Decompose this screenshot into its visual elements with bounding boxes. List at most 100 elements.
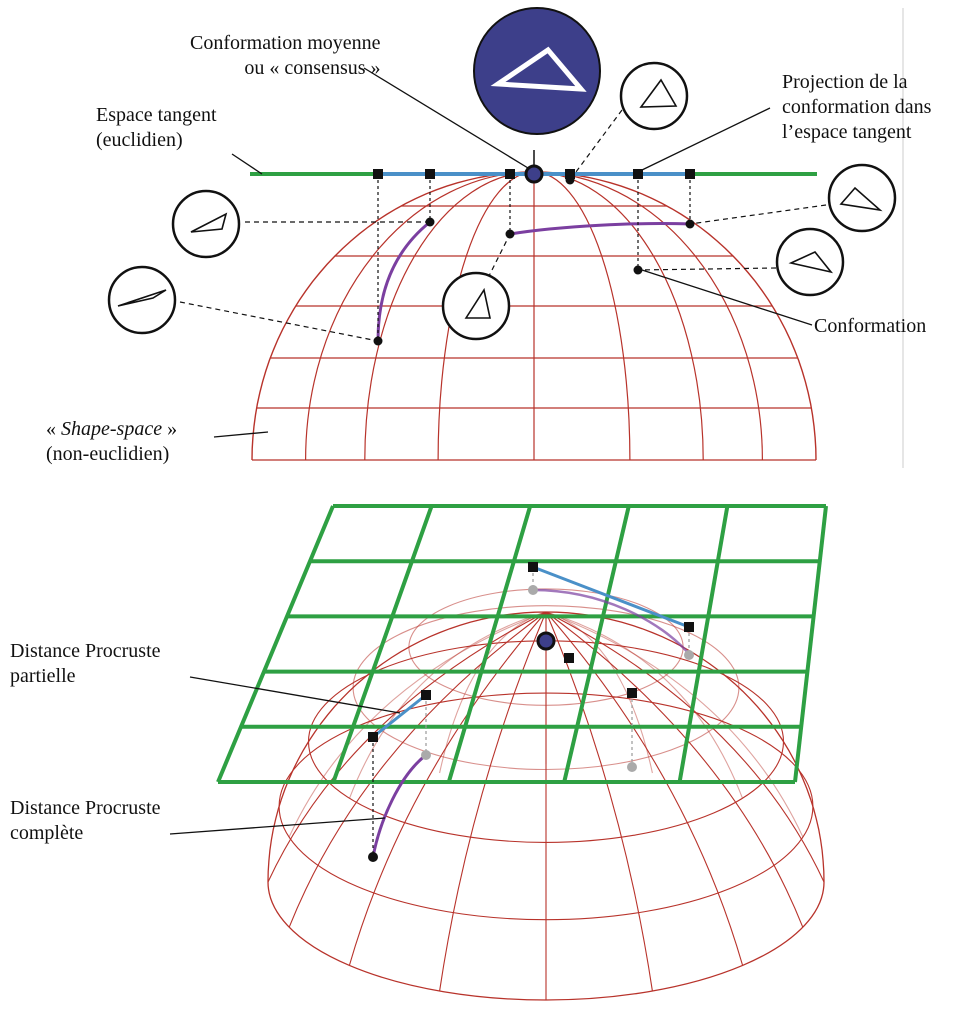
meridian-line bbox=[533, 171, 631, 461]
partial-distance-label: Distance Procruste partielle bbox=[10, 639, 161, 689]
plane-grid-line bbox=[562, 505, 631, 783]
mean-shape-label-line2: ou « consensus » bbox=[244, 57, 381, 79]
label-leader-line bbox=[641, 107, 771, 171]
triangle-icon bbox=[190, 212, 228, 233]
geodesic-arc bbox=[509, 222, 691, 236]
shape-space-label-line1: « Shape-space » bbox=[46, 417, 177, 442]
meridian-curve bbox=[288, 611, 547, 838]
partial-distance-label-line2: partielle bbox=[10, 665, 76, 687]
icon-dashed-connector bbox=[487, 233, 511, 279]
triangle-icon bbox=[490, 46, 587, 92]
meridian-curve bbox=[439, 611, 547, 774]
meridian-curve bbox=[348, 611, 547, 799]
projection-label-line2: conformation dans bbox=[782, 96, 932, 118]
projected-point-square bbox=[373, 169, 383, 179]
tangent-plane-grid bbox=[216, 504, 828, 784]
sphere-point bbox=[528, 585, 538, 595]
meridian-curve bbox=[545, 611, 744, 966]
projected-point-square bbox=[633, 169, 643, 179]
triangle-icon bbox=[117, 289, 167, 307]
shape-space-hemisphere bbox=[251, 171, 817, 461]
projected-point-square bbox=[685, 169, 695, 179]
plane-grid-line bbox=[677, 505, 730, 783]
triangle-icon bbox=[839, 186, 883, 212]
conformation-label: Conformation bbox=[814, 315, 927, 337]
meridian-curve bbox=[439, 611, 547, 992]
meridian-line bbox=[437, 171, 535, 461]
sphere-point bbox=[368, 852, 378, 862]
full-distance-label-line2: complète bbox=[10, 822, 84, 844]
label-leader-line bbox=[641, 269, 813, 326]
meridian-line bbox=[533, 171, 763, 461]
full-distance-label-line1: Distance Procruste bbox=[10, 797, 161, 819]
label-leader-line bbox=[169, 817, 386, 835]
triangle-icon bbox=[464, 287, 491, 319]
label-leader-line bbox=[363, 67, 529, 169]
label-leader-line bbox=[189, 676, 401, 714]
partial-distance-label-line1: Distance Procruste bbox=[10, 640, 161, 662]
triangle-shape-icons bbox=[107, 7, 897, 341]
mean-shape-label: Conformation moyenne ou « consensus » bbox=[190, 31, 381, 81]
conformation-markers bbox=[179, 109, 827, 346]
shape-space-open-quote: « bbox=[46, 418, 61, 440]
partial-distance-segment bbox=[532, 565, 690, 629]
projected-point-square bbox=[421, 690, 431, 700]
geodesic-arc bbox=[376, 220, 431, 342]
shape-space-hemisphere-3d bbox=[267, 588, 825, 1001]
meridian-curve bbox=[288, 611, 547, 928]
meridian-curve bbox=[348, 611, 547, 966]
meridian-curve bbox=[545, 611, 744, 799]
label-leader-line bbox=[213, 431, 269, 438]
meridian-line bbox=[305, 171, 535, 461]
plane-grid-line bbox=[216, 505, 335, 783]
tangent-space-label-line2: (euclidien) bbox=[96, 129, 183, 151]
sphere-point bbox=[627, 762, 637, 772]
geodesic-arc bbox=[532, 588, 691, 656]
plane-grid-line bbox=[331, 505, 434, 783]
plane-grid-line bbox=[793, 505, 828, 783]
projection-label-line3: l’espace tangent bbox=[782, 121, 912, 143]
projected-point-square bbox=[565, 169, 575, 179]
shape-icon-circle bbox=[619, 61, 689, 131]
label-leader-lines bbox=[169, 67, 813, 835]
projected-point-square bbox=[564, 653, 574, 663]
projection-label-line1: Projection de la bbox=[782, 71, 908, 93]
tangent-space-label: Espace tangent (euclidien) bbox=[96, 103, 217, 153]
sphere-point bbox=[421, 750, 431, 760]
meridian-line bbox=[364, 171, 535, 461]
meridian-curve bbox=[545, 611, 653, 774]
mean-shape-point bbox=[524, 164, 544, 184]
shape-icon-circle bbox=[441, 271, 511, 341]
mean-shape-point bbox=[536, 631, 556, 651]
meridian-line bbox=[533, 171, 704, 461]
icon-dashed-connector bbox=[637, 267, 777, 271]
meridian-curve bbox=[545, 611, 804, 838]
projected-point-square bbox=[368, 732, 378, 742]
tangent-space-label-line1: Espace tangent bbox=[96, 104, 217, 126]
triangle-icon bbox=[788, 251, 834, 274]
projected-point-square bbox=[528, 562, 538, 572]
projected-point-square bbox=[684, 622, 694, 632]
projected-point-square bbox=[505, 169, 515, 179]
icon-dashed-connector bbox=[569, 109, 623, 181]
shape-space-term: Shape-space bbox=[61, 418, 163, 440]
plane-grid-line bbox=[446, 505, 533, 783]
projection-label: Projection de la conformation dans l’esp… bbox=[782, 70, 931, 145]
shape-icon-circle bbox=[827, 163, 897, 233]
mean-shape-disk bbox=[473, 7, 601, 135]
projected-conformation-markers bbox=[368, 562, 694, 862]
icon-dashed-connector bbox=[179, 301, 379, 342]
triangle-icon bbox=[639, 78, 678, 108]
shape-space-label-line2: (non-euclidien) bbox=[46, 443, 170, 465]
meridian-curve bbox=[267, 611, 547, 883]
geodesic-arc bbox=[371, 753, 427, 858]
icon-dashed-connector bbox=[689, 204, 827, 225]
sphere-point bbox=[684, 650, 694, 660]
full-distance-label: Distance Procruste complète bbox=[10, 796, 161, 846]
label-leader-line bbox=[231, 153, 263, 175]
shape-space-label: « Shape-space » (non-euclidien) bbox=[46, 417, 177, 467]
shape-space-close-quote: » bbox=[162, 418, 178, 440]
projected-point-square bbox=[627, 688, 637, 698]
projected-point-square bbox=[425, 169, 435, 179]
